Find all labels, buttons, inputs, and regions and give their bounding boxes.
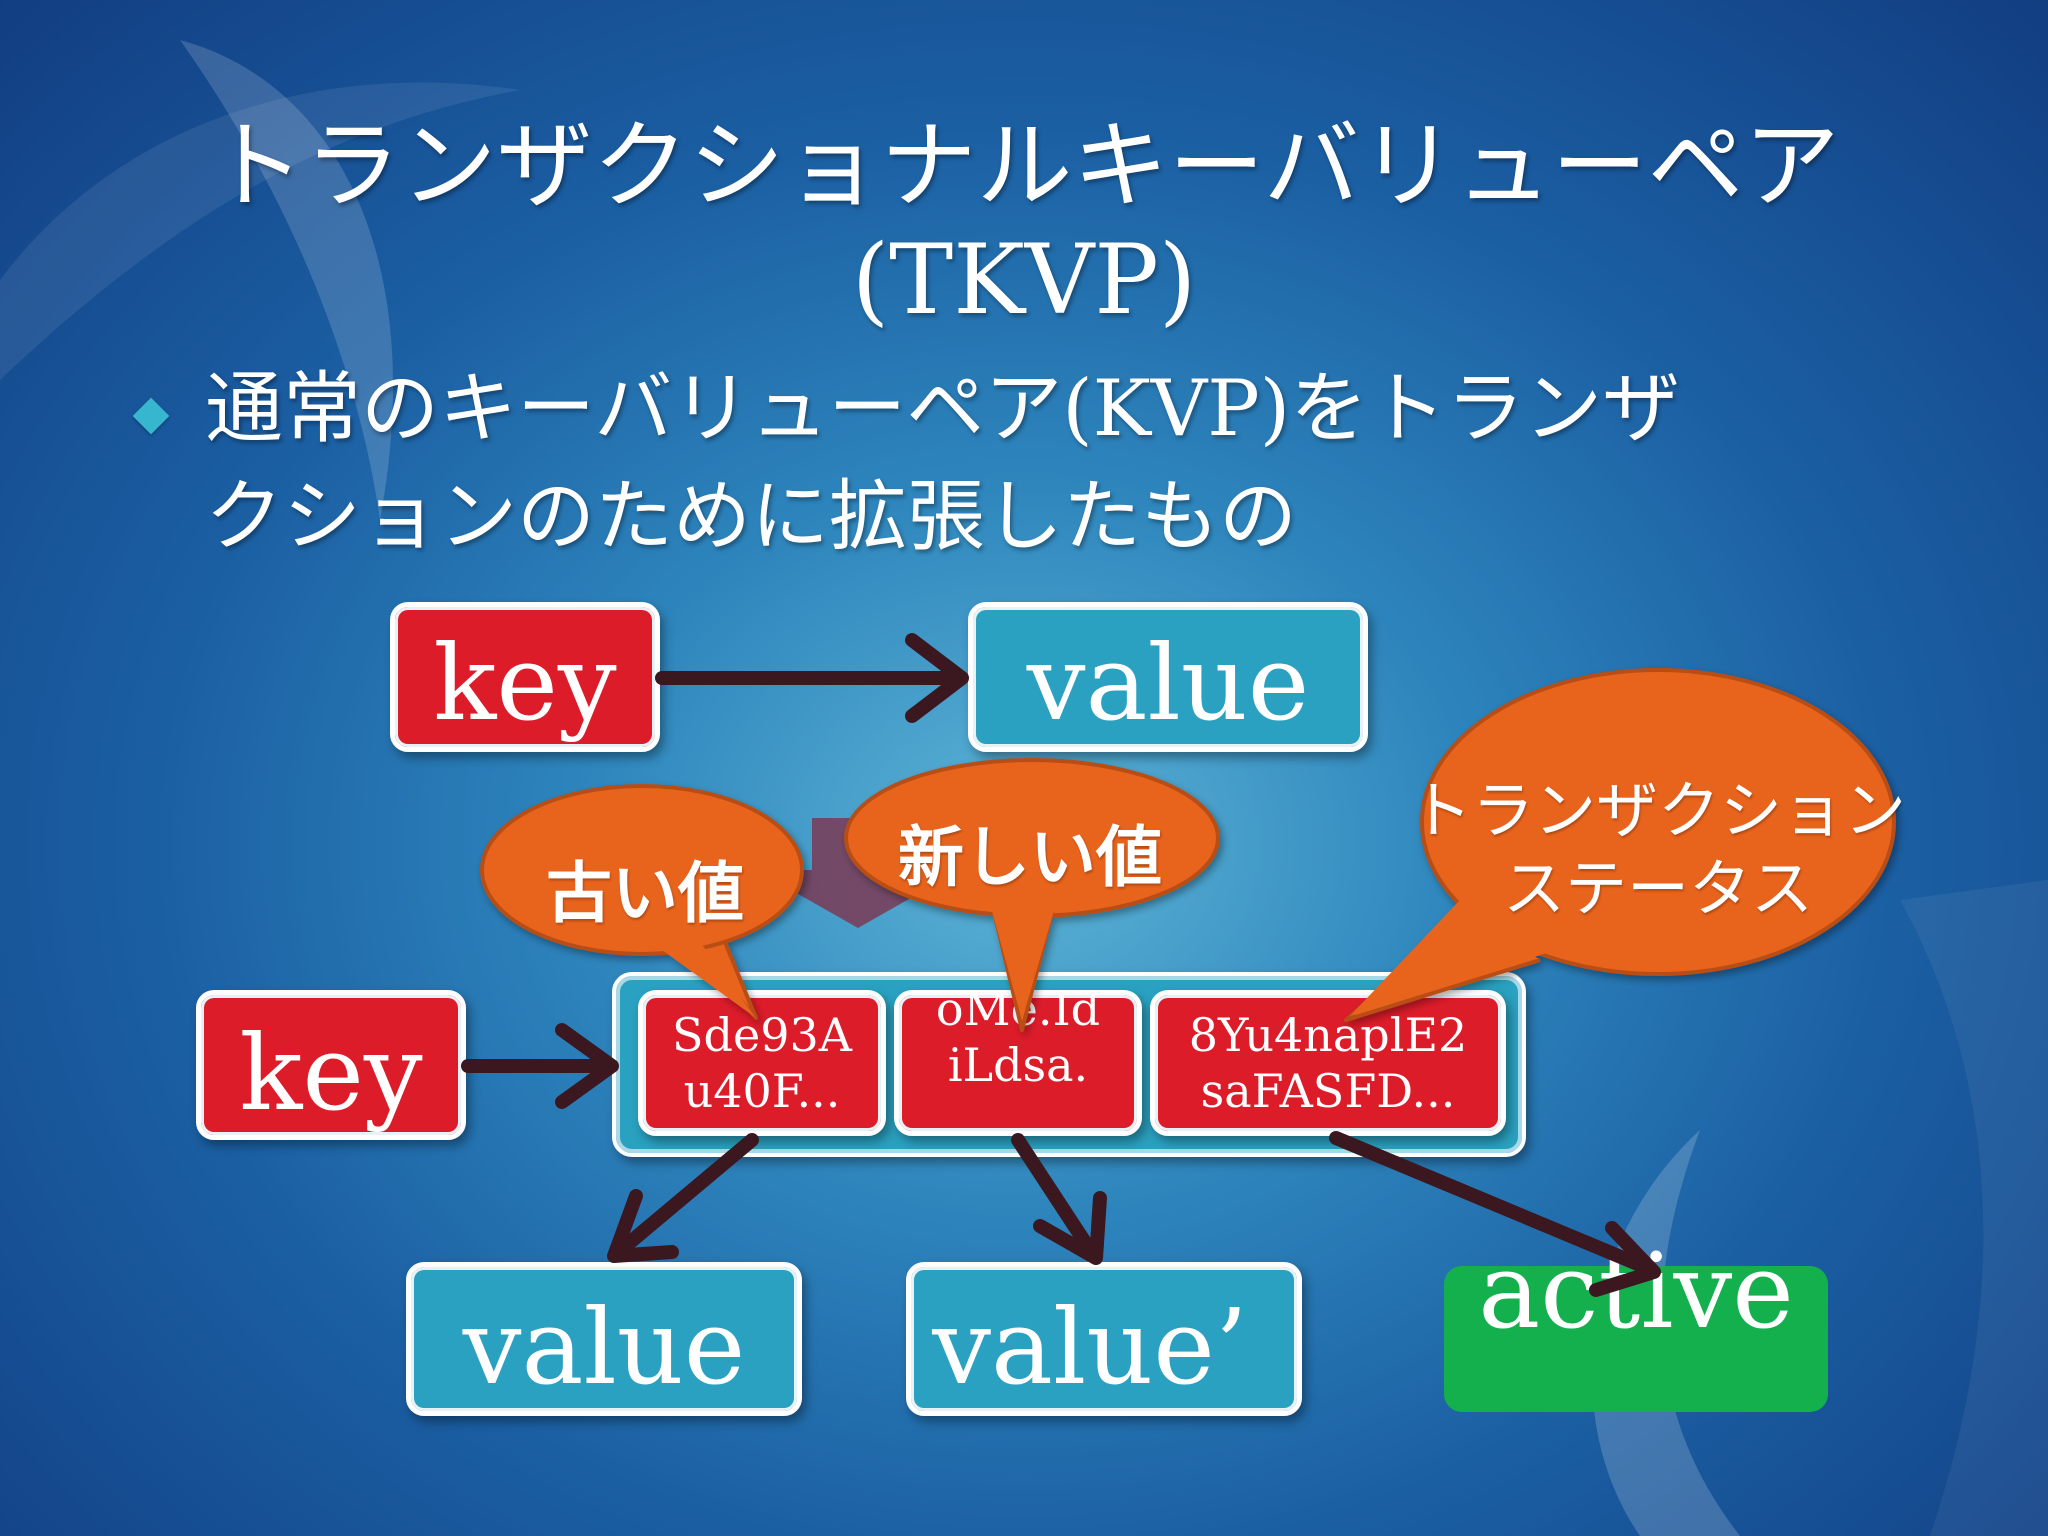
status-cell-line1: 8Yu4naplE2 (1188, 1008, 1468, 1062)
callout-old-value-text: 古い値 (546, 855, 744, 932)
slide-title-line2: (TKVP) (851, 224, 1197, 336)
new-value-label: value’ (932, 1286, 1248, 1408)
top-key-box: key (390, 602, 660, 752)
bullet-text-line1: 通常のキーバリューペア(KVP)をトランザ (205, 364, 1681, 454)
bullet-text-line2: クションのために拡張したもの (205, 472, 1298, 562)
top-value-label: value (1026, 622, 1310, 744)
old-cell-to-value-arrow (607, 1133, 759, 1263)
status-cell: 8Yu4naplE2 saFASFD... (1150, 990, 1506, 1136)
slide-title-line1: トランザクショナルキーバリューペア (208, 110, 1840, 222)
down-block-arrow (756, 818, 960, 928)
old-value-label: value (462, 1286, 746, 1408)
bottom-key-label: key (239, 1012, 423, 1134)
bottom-key-to-container-arrow (461, 1023, 619, 1109)
callout-status-text-line2: ステータス (1502, 852, 1813, 925)
callout-transaction-status (1344, 668, 1896, 1022)
new-value-box: value’ (906, 1262, 1302, 1416)
old-value-box: value (406, 1262, 802, 1416)
active-status-box (1444, 1266, 1828, 1412)
callout-new-value (844, 758, 1220, 1032)
old-value-cell-line2: u40F... (683, 1064, 841, 1118)
new-cell-to-value-prime-arrow (1011, 1133, 1107, 1265)
callout-new-value-text: 新しい値 (898, 819, 1162, 896)
status-cell-to-active-arrow (1329, 1131, 1661, 1297)
callout-status-text-line1: トランザクション (1409, 774, 1906, 847)
top-value-box: value (968, 602, 1368, 752)
new-value-cell-line3: . (1010, 1094, 1026, 1136)
top-key-to-value-arrow (655, 633, 969, 723)
callout-old-value (480, 784, 804, 1020)
old-value-cell-line1: Sde93A (672, 1008, 852, 1062)
top-key-label: key (433, 622, 617, 744)
bottom-key-box: key (196, 990, 466, 1140)
new-value-cell-line2: iLdsa. (947, 1038, 1089, 1092)
status-cell-line2: saFASFD... (1200, 1064, 1456, 1118)
old-value-cell: Sde93A u40F... (638, 990, 886, 1136)
